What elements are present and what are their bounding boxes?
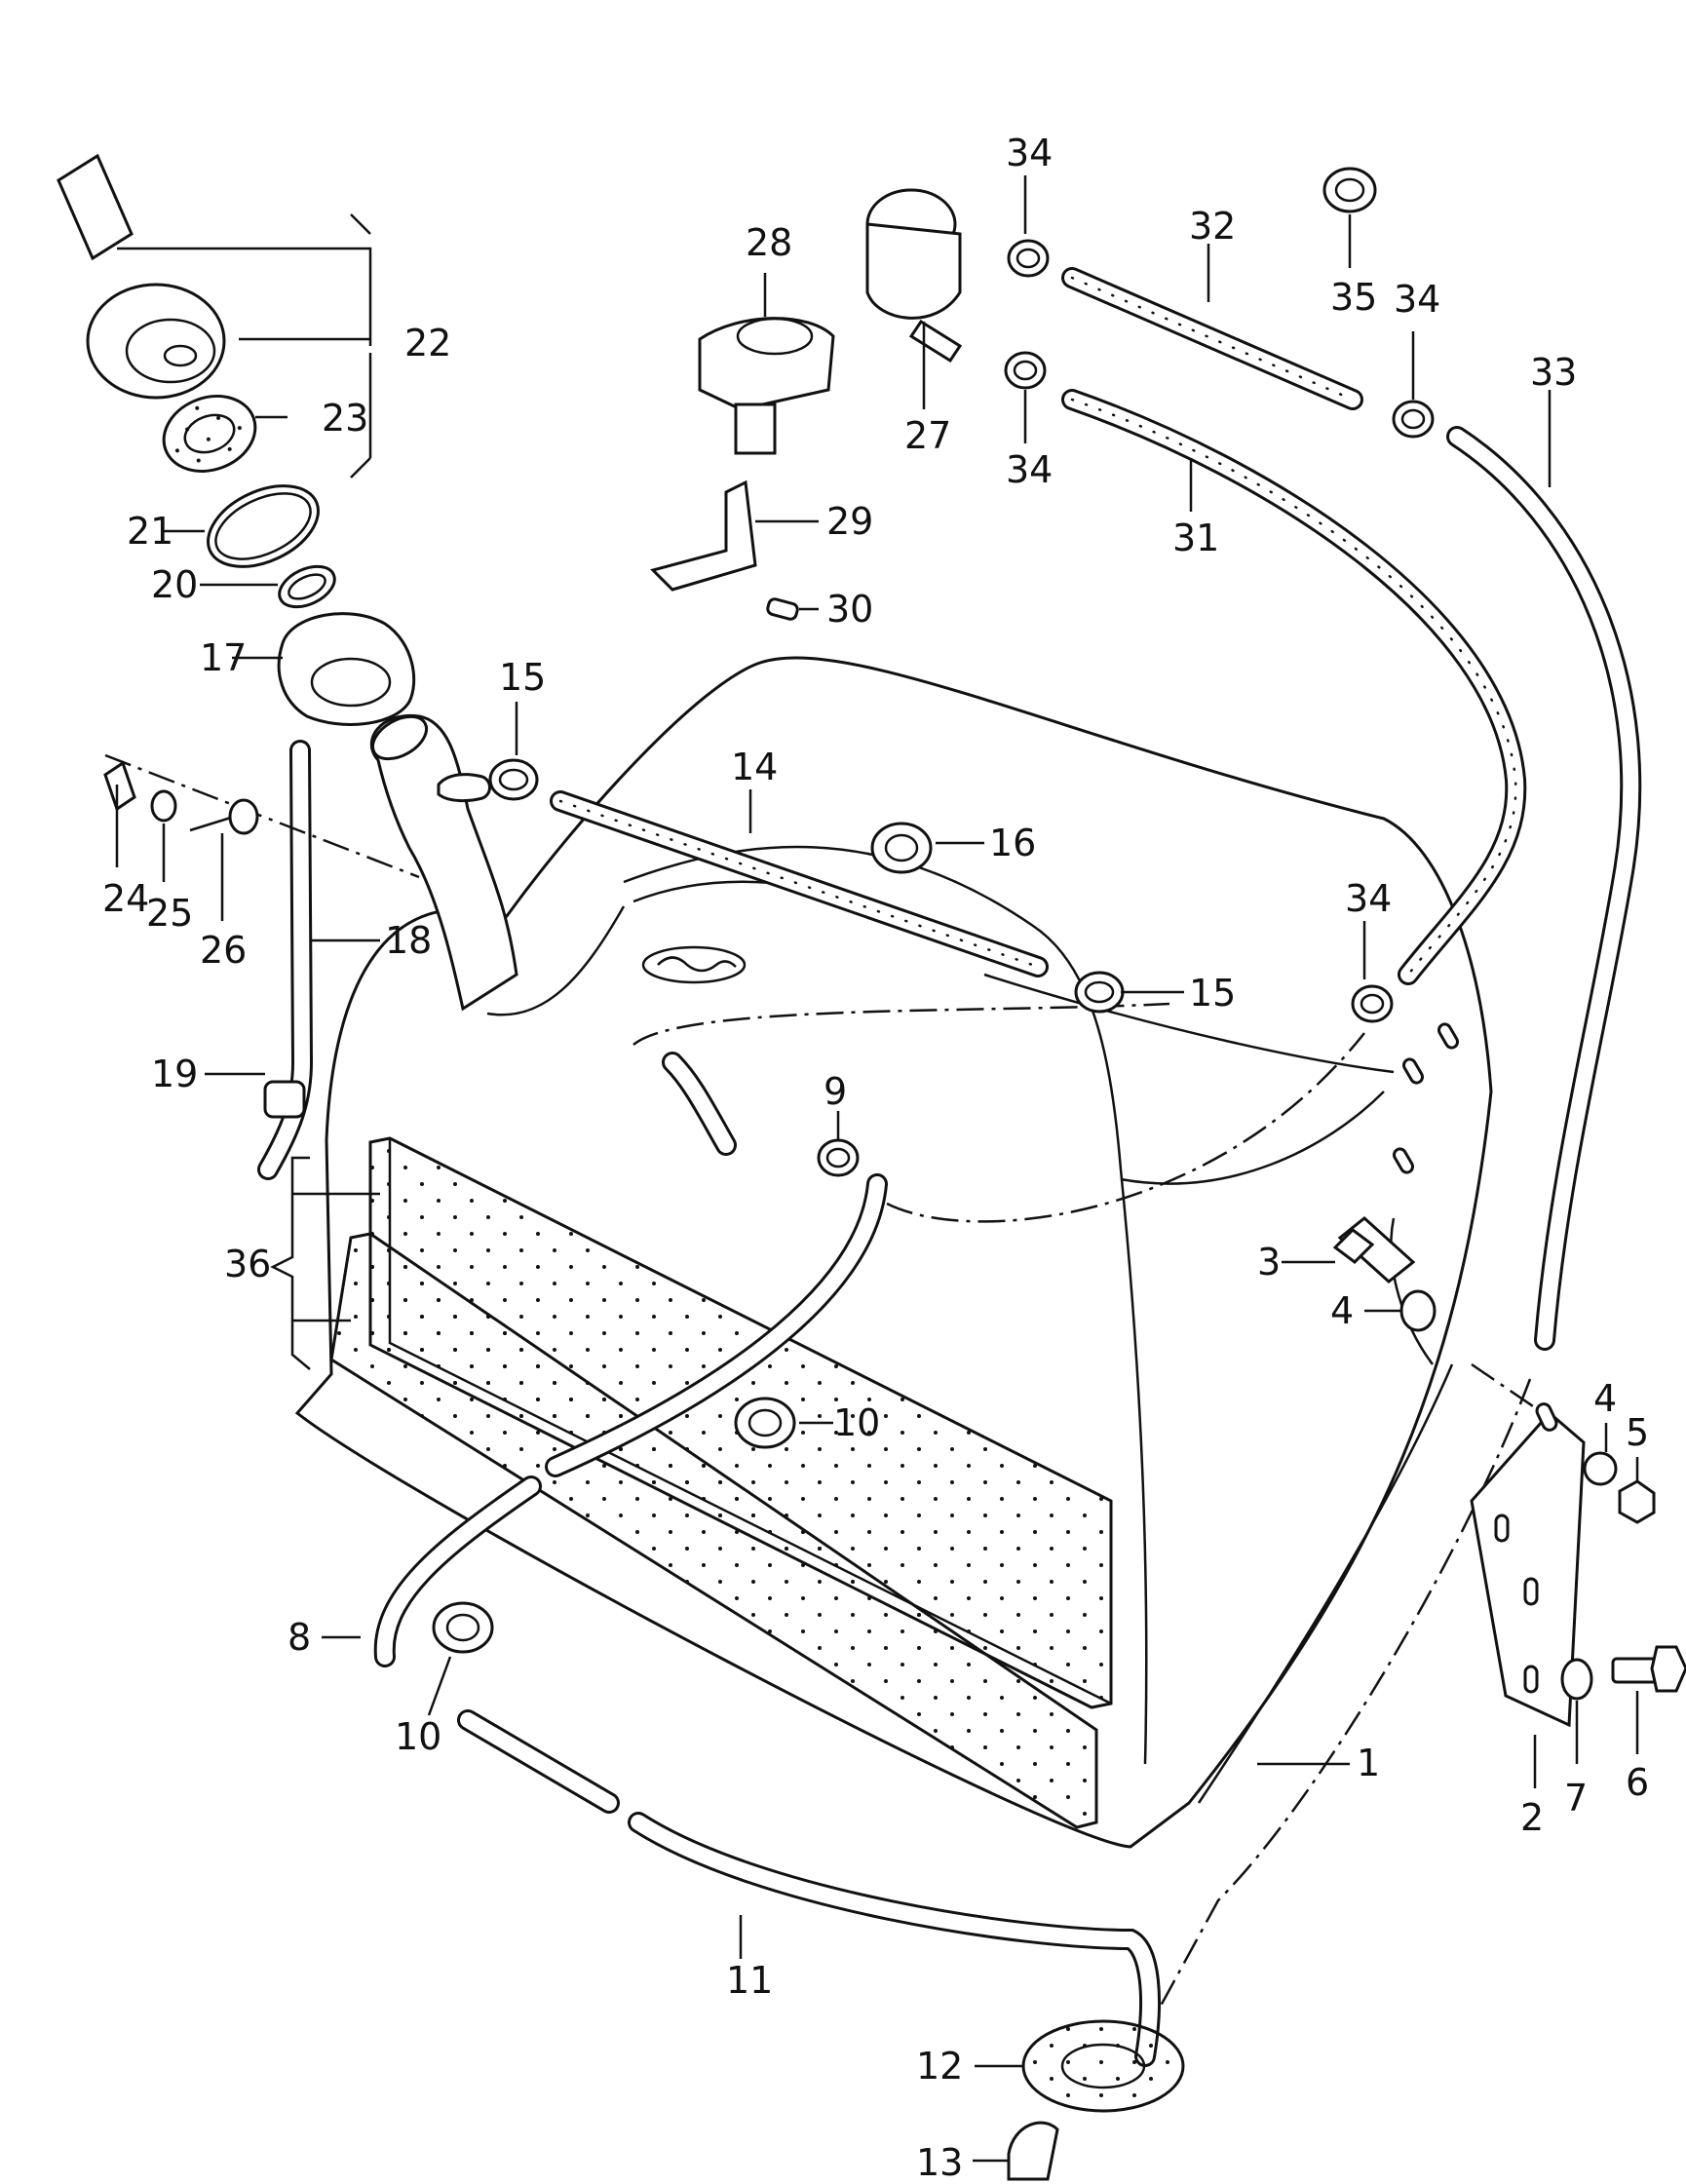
- return-line: [457, 1709, 1161, 2067]
- callout-25: 25: [146, 892, 193, 935]
- callout-4: 4: [1330, 1289, 1354, 1332]
- callout-21: 21: [127, 510, 173, 553]
- clip-nut: [103, 760, 136, 812]
- cap-gasket: [162, 395, 257, 473]
- drain-tube: [257, 740, 314, 1180]
- callout-24: 24: [102, 877, 149, 920]
- valve-mount: [698, 317, 835, 455]
- leader-lines: [115, 175, 1639, 2163]
- callout-34: 34: [1394, 278, 1440, 321]
- tank-bolt: [1332, 1216, 1416, 1284]
- callout-34: 34: [1006, 448, 1053, 491]
- callout-labels: 1 2 3 4 4 5 6 7 8 9 10 10 11 12 13 14 15…: [102, 132, 1649, 2184]
- hex-nut: [1618, 1479, 1656, 1524]
- callout-13: 13: [916, 2141, 963, 2184]
- washer: [150, 789, 177, 823]
- callout-4: 4: [1593, 1377, 1617, 1420]
- callout-17: 17: [200, 636, 247, 679]
- callout-8: 8: [287, 1616, 311, 1659]
- callout-19: 19: [151, 1053, 198, 1095]
- callout-15: 15: [1189, 972, 1236, 1015]
- callout-3: 3: [1257, 1241, 1281, 1284]
- tank-bracket: [1470, 1410, 1586, 1728]
- callout-36: 36: [224, 1243, 271, 1285]
- callout-14: 14: [731, 746, 778, 788]
- callout-22: 22: [404, 322, 451, 364]
- cap-key: [57, 153, 134, 261]
- callout-11: 11: [726, 1959, 773, 2002]
- filler-neck: [369, 713, 518, 1012]
- callout-7: 7: [1564, 1777, 1588, 1820]
- callout-32: 32: [1189, 205, 1236, 248]
- hose-clamp: [488, 239, 1435, 1177]
- connector-hose: [662, 1052, 737, 1156]
- washer-small: [1583, 1451, 1618, 1486]
- mounting-bracket: [650, 479, 757, 592]
- overflow-pipe: [1446, 426, 1642, 1351]
- filler-cap-assembly: [57, 153, 257, 473]
- tank-emblem: [641, 945, 747, 984]
- sender-unit-gasket: [1021, 2019, 1185, 2113]
- callout-26: 26: [200, 929, 247, 972]
- callout-12: 12: [916, 2045, 963, 2088]
- tank-washer: [1399, 1289, 1437, 1332]
- spring-clip: [432, 167, 1377, 1654]
- insulation-pad-lower: [329, 1232, 1098, 1829]
- callout-15: 15: [499, 656, 546, 699]
- callout-28: 28: [746, 221, 792, 264]
- callout-9: 9: [824, 1070, 847, 1113]
- callout-10: 10: [833, 1401, 880, 1444]
- callout-18: 18: [385, 919, 432, 962]
- vent-valve: [865, 188, 963, 364]
- callout-29: 29: [826, 500, 873, 543]
- callout-33: 33: [1530, 351, 1577, 394]
- bracket-bolt: [1611, 1645, 1686, 1693]
- fuel-line: [373, 1173, 888, 1667]
- callout-23: 23: [322, 397, 368, 440]
- breather-hose: [550, 790, 1049, 977]
- callout-35: 35: [1330, 276, 1377, 319]
- drain-tube-grommet: [263, 1080, 306, 1119]
- callout-34: 34: [1345, 877, 1392, 920]
- filler-cap: [86, 283, 226, 400]
- callout-30: 30: [826, 588, 873, 631]
- callout-1: 1: [1357, 1742, 1380, 1784]
- callout-34: 34: [1006, 132, 1053, 174]
- retaining-ring: [207, 484, 320, 568]
- callout-6: 6: [1626, 1761, 1649, 1804]
- callout-27: 27: [904, 414, 951, 457]
- pin: [766, 597, 799, 621]
- vent-hose-long: [1061, 389, 1527, 985]
- callout-20: 20: [151, 563, 198, 606]
- callout-10: 10: [395, 1715, 441, 1758]
- bracket-washer: [1560, 1658, 1593, 1701]
- seal-ring: [278, 564, 336, 609]
- screw: [189, 798, 259, 835]
- callout-16: 16: [989, 822, 1036, 864]
- callout-31: 31: [1172, 517, 1219, 559]
- vent-hose-short: [1061, 267, 1363, 410]
- callout-5: 5: [1626, 1411, 1649, 1454]
- callout-2: 2: [1520, 1796, 1544, 1839]
- drain-plug: [1007, 2121, 1059, 2181]
- filler-neck-cap-housing: [277, 612, 416, 726]
